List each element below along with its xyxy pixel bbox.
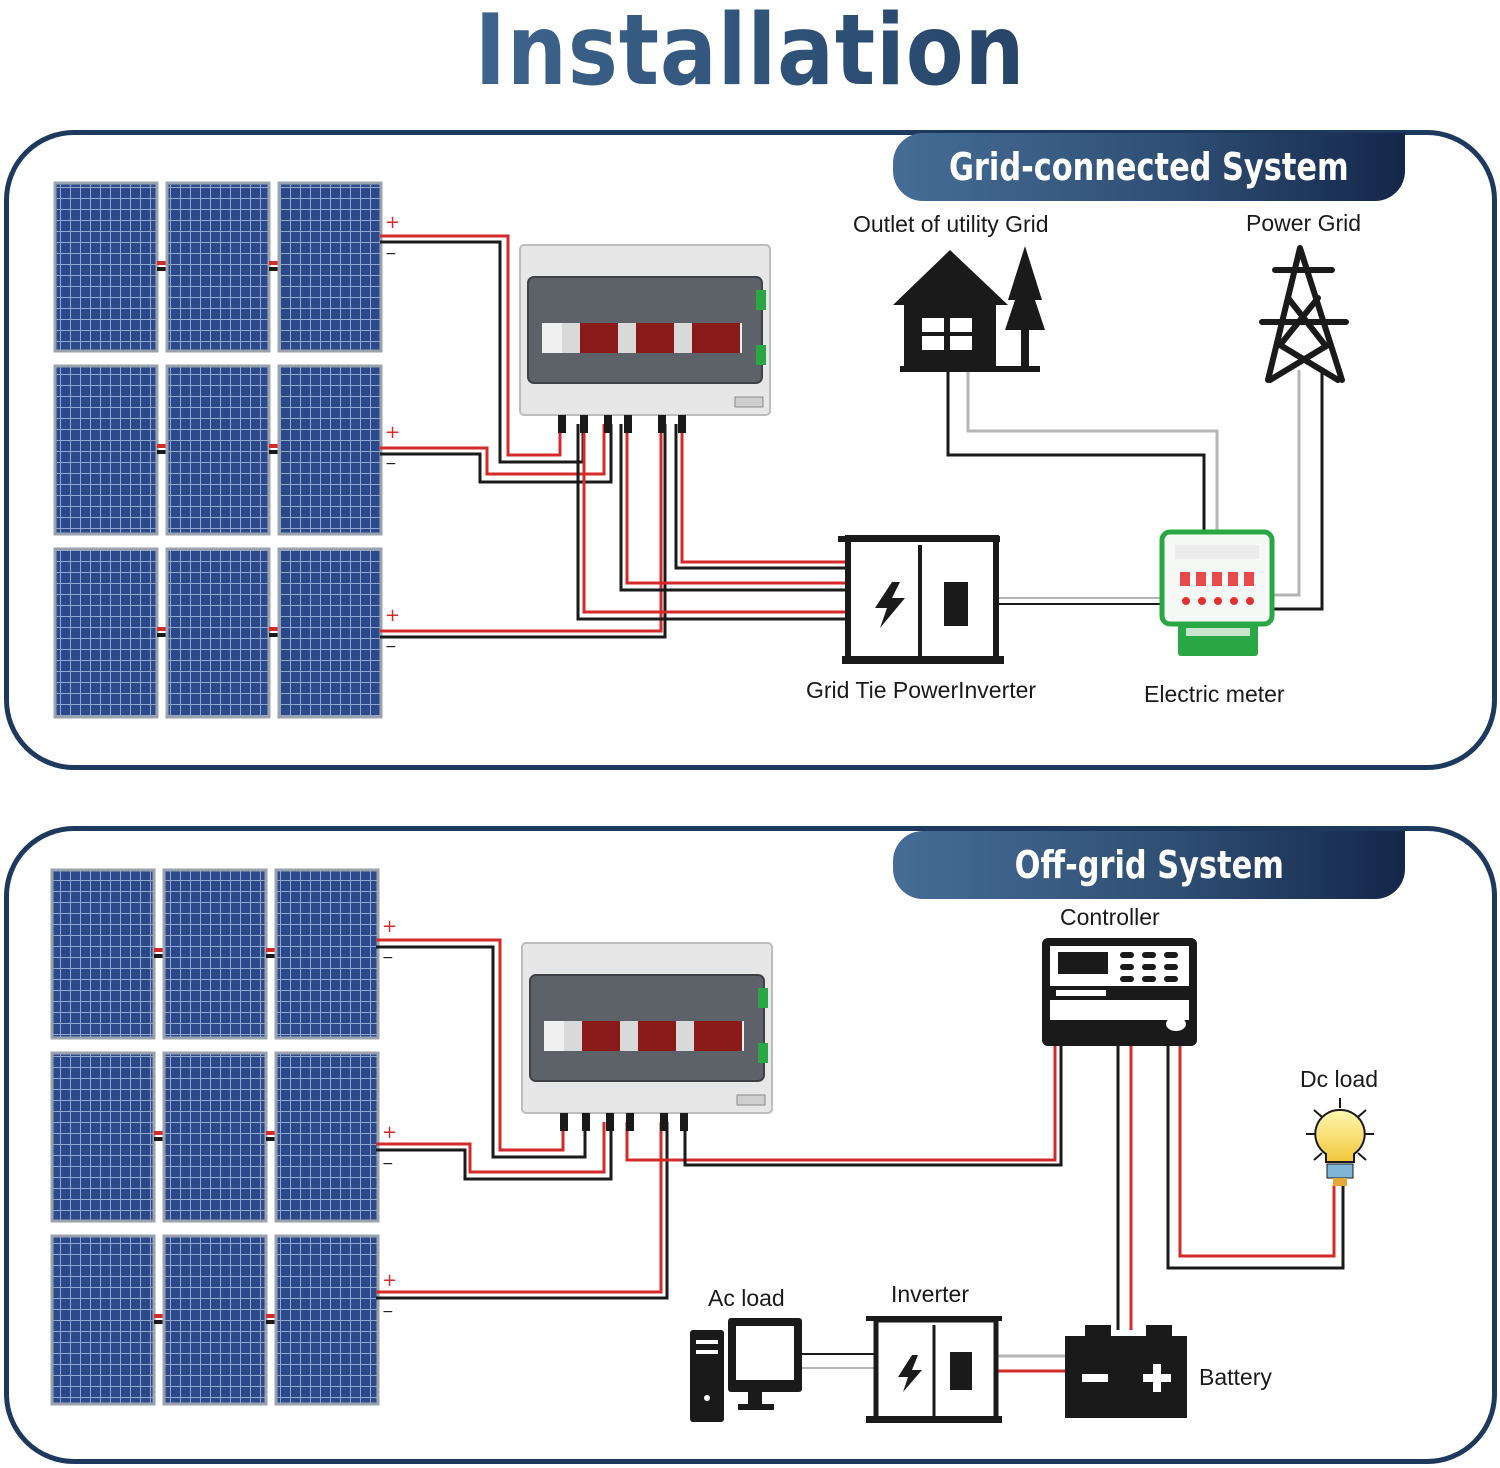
panel-link-positive (157, 261, 167, 265)
panel-link-negative (266, 954, 276, 958)
controller-label: Controller (1060, 904, 1160, 930)
panel-link-positive (269, 627, 279, 631)
negative-terminal-label: − (382, 1156, 394, 1172)
panel-link-positive (269, 261, 279, 265)
panel-link-positive (269, 444, 279, 448)
panel-link-negative (157, 450, 167, 454)
grid-wiring (380, 234, 1324, 639)
negative-terminal-label: − (382, 1304, 394, 1320)
solar-panel (53, 364, 159, 536)
panel-link-positive (154, 1131, 164, 1135)
panel-link-negative (157, 633, 167, 637)
positive-terminal-label: + (385, 422, 400, 443)
dc-load-label: Dc load (1300, 1066, 1378, 1092)
light-bulb-icon (1306, 1098, 1374, 1186)
positive-terminal-label: + (385, 605, 400, 626)
positive-terminal-label: + (385, 212, 400, 233)
solar-panel (165, 181, 271, 353)
panel-link-negative (157, 267, 167, 271)
solar-array-offgrid: + − + − + − (50, 868, 397, 1406)
positive-terminal-label: + (382, 916, 397, 937)
solar-panel (53, 547, 159, 719)
solar-panel (277, 364, 383, 536)
computer-icon (690, 1318, 802, 1422)
solar-panel (162, 868, 268, 1040)
off-grid-heading-text: Off-grid System (1014, 843, 1284, 887)
solar-panel (274, 1234, 380, 1406)
power-grid-label: Power Grid (1246, 210, 1362, 236)
solar-panel (277, 181, 383, 353)
solar-panel (50, 868, 156, 1040)
panel-link-negative (154, 1320, 164, 1324)
panel-link-negative (154, 954, 164, 958)
electric-meter-label: Electric meter (1144, 681, 1285, 707)
panel-link-positive (266, 1131, 276, 1135)
solar-panel (50, 1051, 156, 1223)
solar-panel (165, 547, 271, 719)
panel-link-positive (154, 948, 164, 952)
negative-terminal-label: − (385, 246, 397, 262)
grid-tie-inverter-icon (838, 535, 1004, 664)
solar-panel (165, 364, 271, 536)
solar-panel (274, 1051, 380, 1223)
negative-terminal-label: − (385, 456, 397, 472)
panel-link-negative (266, 1320, 276, 1324)
panel-link-positive (266, 948, 276, 952)
panel-link-negative (269, 633, 279, 637)
offgrid-inverter-icon (866, 1316, 1002, 1423)
power-tower-icon (1259, 245, 1349, 383)
grid-connected-heading: Grid-connected System (893, 133, 1405, 201)
panel-link-positive (154, 1314, 164, 1318)
panel-link-negative (266, 1137, 276, 1141)
panel-link-positive (266, 1314, 276, 1318)
solar-array-grid: + − + − + − (53, 181, 400, 719)
solar-panel (162, 1051, 268, 1223)
panel-link-positive (157, 444, 167, 448)
battery-icon (1065, 1325, 1187, 1418)
negative-terminal-label: − (385, 639, 397, 655)
grid-inverter-label: Grid Tie PowerInverter (806, 677, 1037, 703)
positive-terminal-label: + (382, 1270, 397, 1291)
combiner-box-grid (519, 244, 771, 433)
solar-panel (53, 181, 159, 353)
page-title: Installation (105, 0, 1395, 108)
outlet-label: Outlet of utility Grid (853, 211, 1049, 237)
panel-link-negative (269, 267, 279, 271)
solar-panel (277, 547, 383, 719)
battery-label: Battery (1199, 1364, 1272, 1390)
grid-connected-heading-text: Grid-connected System (949, 145, 1349, 189)
combiner-box-offgrid (521, 942, 773, 1131)
panel-link-negative (269, 450, 279, 454)
panel-link-negative (154, 1137, 164, 1141)
panel-link-positive (157, 627, 167, 631)
negative-terminal-label: − (382, 950, 394, 966)
offgrid-inverter-label: Inverter (891, 1281, 969, 1307)
ac-load-label: Ac load (708, 1285, 785, 1311)
house-icon (893, 246, 1045, 372)
off-grid-heading: Off-grid System (893, 831, 1405, 899)
solar-panel (162, 1234, 268, 1406)
solar-panel (274, 868, 380, 1040)
positive-terminal-label: + (382, 1122, 397, 1143)
electric-meter-icon (1159, 529, 1275, 656)
solar-panel (50, 1234, 156, 1406)
charge-controller-icon (1042, 938, 1197, 1046)
offgrid-wiring (376, 938, 1345, 1373)
